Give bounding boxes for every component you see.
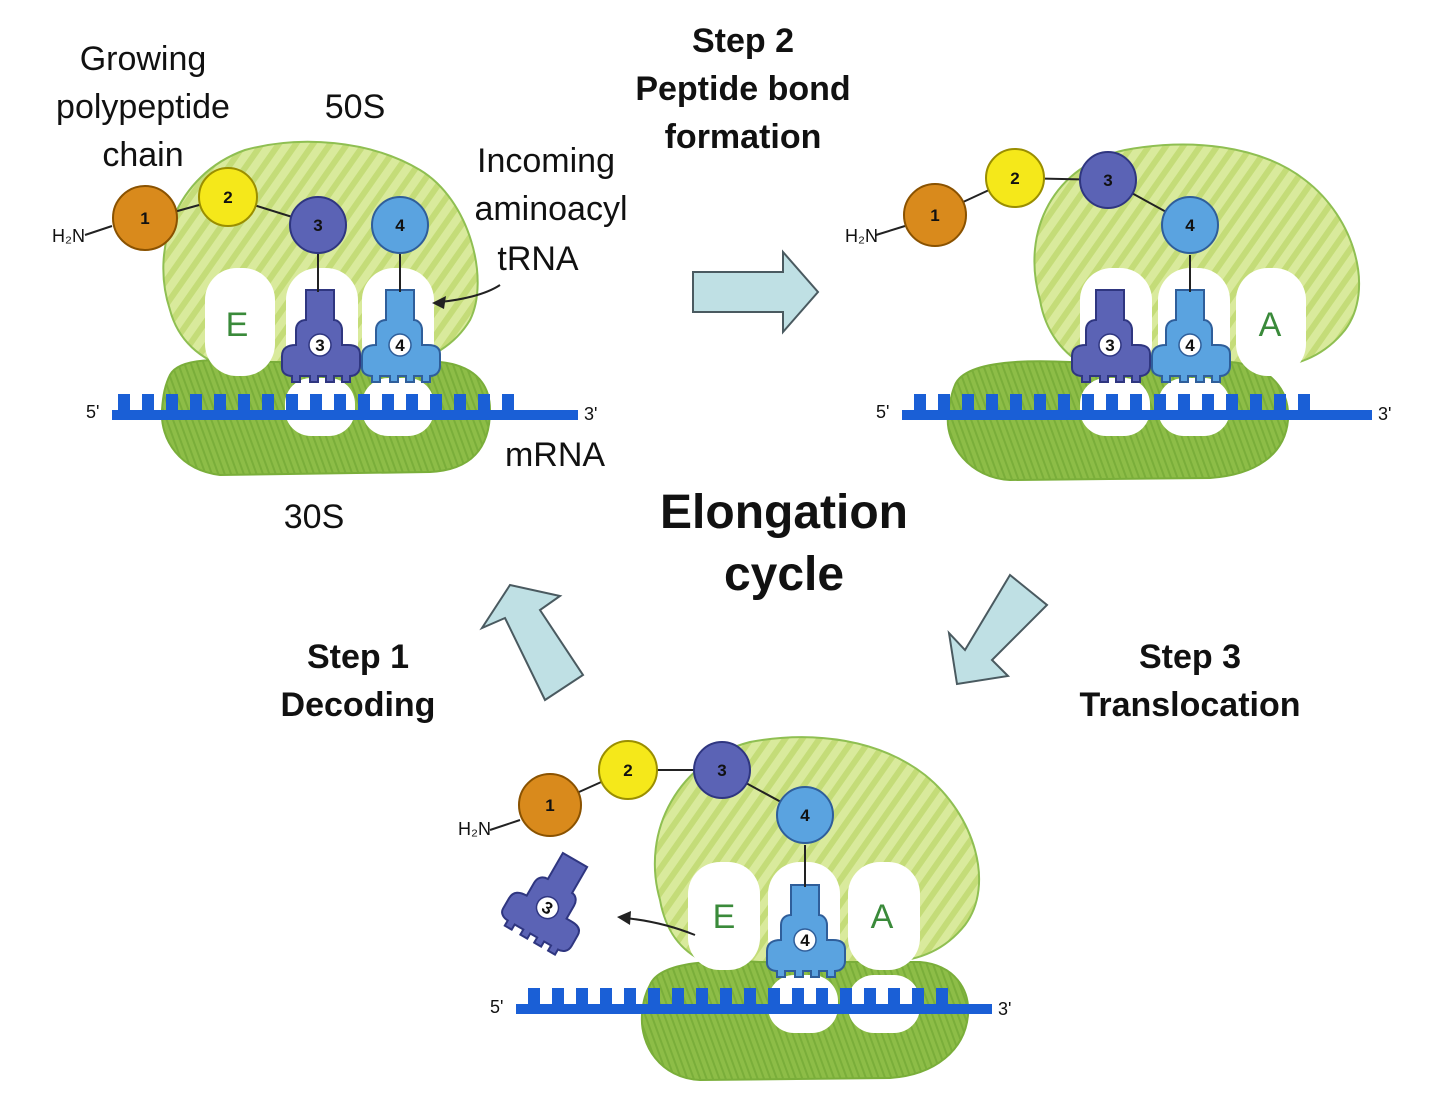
trna-4: 4 bbox=[361, 289, 441, 383]
mrna-strand bbox=[112, 394, 578, 420]
mrna-strand bbox=[516, 988, 992, 1014]
svg-text:3: 3 bbox=[315, 336, 324, 355]
trna-4: 4 bbox=[1151, 289, 1231, 383]
growing-chain-label-3: chain bbox=[102, 136, 183, 174]
a-site bbox=[1236, 268, 1306, 376]
e-site bbox=[688, 862, 760, 970]
mrna-strand bbox=[902, 394, 1372, 420]
site-e-label: E bbox=[226, 306, 249, 344]
polypeptide-chain: 1 2 3 4 H₂N bbox=[845, 148, 1219, 254]
trna-4: 4 bbox=[766, 884, 846, 978]
step2-name-1: Peptide bond bbox=[635, 70, 850, 108]
svg-text:3': 3' bbox=[1378, 404, 1391, 424]
ribosome-panel-translocation: E A 4 3 bbox=[458, 736, 1011, 1082]
step2-name-2: formation bbox=[665, 118, 822, 156]
incoming-label-2: aminoacyl bbox=[474, 190, 627, 228]
svg-text:4: 4 bbox=[800, 931, 810, 950]
svg-text:2: 2 bbox=[623, 761, 632, 780]
svg-text:2: 2 bbox=[1010, 169, 1019, 188]
growing-chain-label-1: Growing bbox=[80, 40, 207, 78]
svg-text:2: 2 bbox=[223, 188, 232, 207]
step1-label: Step 1 bbox=[307, 638, 409, 676]
step3-name: Translocation bbox=[1079, 686, 1300, 724]
svg-text:4: 4 bbox=[1185, 216, 1195, 235]
ribosome-panel-decoding: E 3 4 bbox=[52, 140, 597, 477]
trna-3: 3 bbox=[281, 289, 361, 383]
svg-text:4: 4 bbox=[1185, 336, 1195, 355]
svg-text:3: 3 bbox=[313, 216, 322, 235]
svg-text:3: 3 bbox=[1105, 336, 1114, 355]
svg-text:4: 4 bbox=[395, 216, 405, 235]
ejected-trna-3: 3 bbox=[495, 840, 611, 961]
site-a-label: A bbox=[1259, 306, 1282, 344]
50s-label: 50S bbox=[325, 88, 386, 126]
five-prime-label: 5' bbox=[86, 402, 99, 422]
incoming-label-1: Incoming bbox=[477, 142, 615, 180]
svg-text:3': 3' bbox=[998, 999, 1011, 1019]
polypeptide-chain: 1 2 3 4 H₂N bbox=[52, 167, 429, 254]
a-site bbox=[848, 862, 920, 970]
svg-text:1: 1 bbox=[545, 796, 554, 815]
three-prime-label: 3' bbox=[584, 404, 597, 424]
trna-3: 3 bbox=[1071, 289, 1151, 383]
e-site bbox=[205, 268, 275, 376]
arrow-step2 bbox=[692, 249, 820, 335]
amino-end-label: H₂N bbox=[52, 226, 85, 246]
svg-text:E: E bbox=[713, 898, 736, 936]
svg-text:4: 4 bbox=[800, 806, 810, 825]
svg-text:H₂N: H₂N bbox=[845, 226, 878, 246]
svg-text:A: A bbox=[871, 898, 894, 936]
svg-text:5': 5' bbox=[490, 997, 503, 1017]
polypeptide-chain: 1 2 3 4 H₂N bbox=[458, 740, 834, 844]
arrow-step1 bbox=[479, 583, 585, 702]
svg-text:3: 3 bbox=[1103, 171, 1112, 190]
arrow-step3 bbox=[947, 573, 1049, 686]
title-line-1: Elongation bbox=[660, 486, 908, 539]
svg-text:3: 3 bbox=[717, 761, 726, 780]
step2-label: Step 2 bbox=[692, 22, 794, 60]
svg-text:1: 1 bbox=[140, 209, 149, 228]
mrna-label: mRNA bbox=[505, 436, 605, 474]
svg-text:H₂N: H₂N bbox=[458, 819, 491, 839]
growing-chain-label-2: polypeptide bbox=[56, 88, 230, 126]
svg-text:1: 1 bbox=[930, 206, 939, 225]
30s-label: 30S bbox=[284, 498, 345, 536]
svg-text:5': 5' bbox=[876, 402, 889, 422]
incoming-label-3: tRNA bbox=[497, 240, 579, 278]
svg-text:4: 4 bbox=[395, 336, 405, 355]
ribosome-panel-peptide-bond: A 3 4 5' 3' bbox=[845, 143, 1391, 482]
step3-label: Step 3 bbox=[1139, 638, 1241, 676]
step1-name: Decoding bbox=[281, 686, 436, 724]
title-line-2: cycle bbox=[724, 548, 844, 601]
